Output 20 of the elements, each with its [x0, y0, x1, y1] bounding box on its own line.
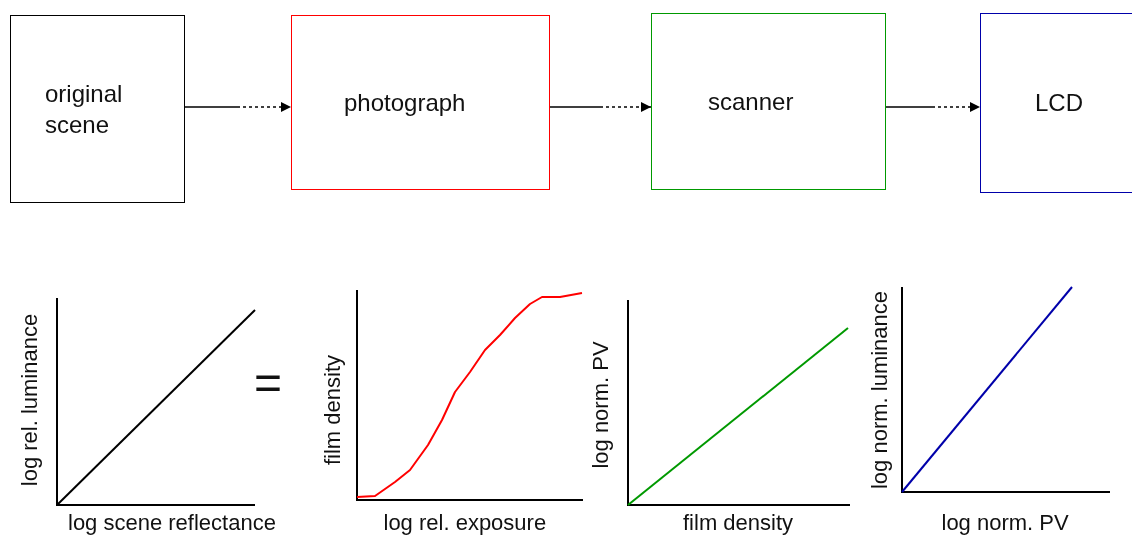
- process-box: [291, 15, 550, 190]
- axis-label: log rel. luminance: [17, 313, 44, 487]
- axis-label: log norm. luminance: [867, 290, 894, 490]
- axis-label: log norm. PV: [941, 510, 1069, 536]
- box-label: scanner: [708, 86, 794, 117]
- arrow: [885, 102, 981, 112]
- axis-label: log scene reflectance: [68, 510, 276, 536]
- box-label: photograph: [344, 87, 466, 118]
- axis-label: log rel. exposure: [383, 510, 547, 536]
- arrow: [549, 102, 652, 112]
- process-box: [651, 13, 886, 190]
- box-label: original scene: [45, 78, 124, 140]
- process-box: [980, 13, 1132, 193]
- axis-label: film density: [683, 510, 794, 536]
- box-label: LCD: [1035, 88, 1083, 119]
- process-box: [10, 15, 185, 203]
- axis-label: log norm. PV: [587, 341, 614, 469]
- equals-sign: =: [254, 354, 283, 410]
- arrow: [184, 102, 292, 112]
- axis-label: film density: [320, 355, 346, 465]
